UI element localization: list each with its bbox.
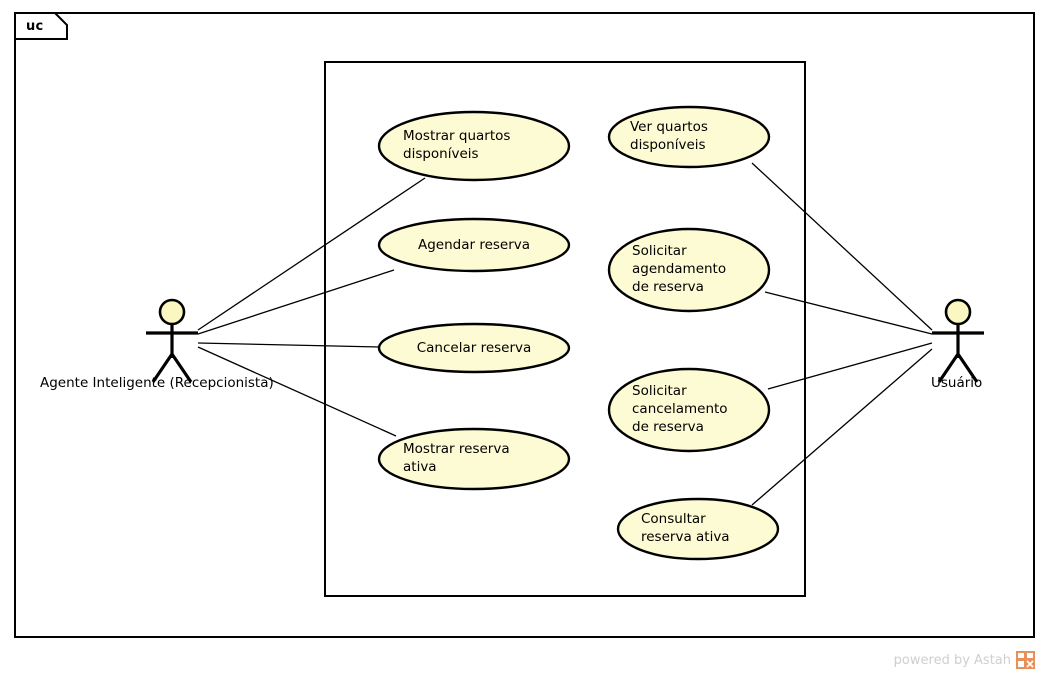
association-line-usuario-ver-quartos — [751, 162, 933, 331]
system-boundary-box — [324, 61, 806, 597]
actor-usuario[interactable] — [932, 298, 984, 383]
actor-head-agente — [158, 298, 186, 326]
usecase-ellipse-cancelar-reserva[interactable] — [377, 322, 571, 374]
actor-body-agente — [146, 325, 198, 383]
actor-label-usuario: Usuário — [931, 375, 983, 391]
usecase-ellipse-mostrar-quartos-disponiveis[interactable] — [377, 110, 571, 182]
usecase-ellipse-solicitar-agendamento-de-reserva[interactable] — [607, 227, 771, 313]
astah-logo-icon — [1016, 651, 1035, 669]
association-line-agente-agendar-reserva — [197, 269, 395, 335]
actor-head-usuario — [944, 298, 972, 326]
usecase-ellipse-mostrar-reserva-ativa[interactable] — [377, 427, 571, 491]
actor-figures — [146, 298, 984, 383]
association-line-agente-mostrar-quartos — [197, 177, 426, 331]
usecase-ellipse-ver-quartos-disponiveis[interactable] — [607, 105, 771, 169]
actor-body-usuario — [932, 325, 984, 383]
usecase-ellipse-solicitar-cancelamento-de-reserva[interactable] — [607, 367, 771, 453]
usecase-ellipse-consultar-reserva-ativa[interactable] — [616, 497, 780, 561]
usecase-ellipse-agendar-reserva[interactable] — [377, 217, 571, 273]
actor-agente[interactable] — [146, 298, 198, 383]
association-line-usuario-solicitar-cancelamento — [767, 342, 933, 390]
actor-label-agente: Agente Inteligente (Recepcionista) — [40, 375, 274, 391]
usecase-ellipses — [377, 105, 780, 561]
frame-label: uc — [26, 19, 44, 34]
diagram-frame — [14, 12, 1035, 638]
association-line-agente-mostrar-reserva-ativa — [197, 346, 397, 437]
association-line-usuario-solicitar-agendamento — [764, 291, 933, 335]
association-lines — [197, 162, 933, 506]
astah-watermark-text: powered by Astah — [893, 653, 1011, 668]
association-line-usuario-consultar-reserva-ativa — [751, 348, 933, 506]
association-line-agente-cancelar-reserva — [197, 342, 381, 348]
